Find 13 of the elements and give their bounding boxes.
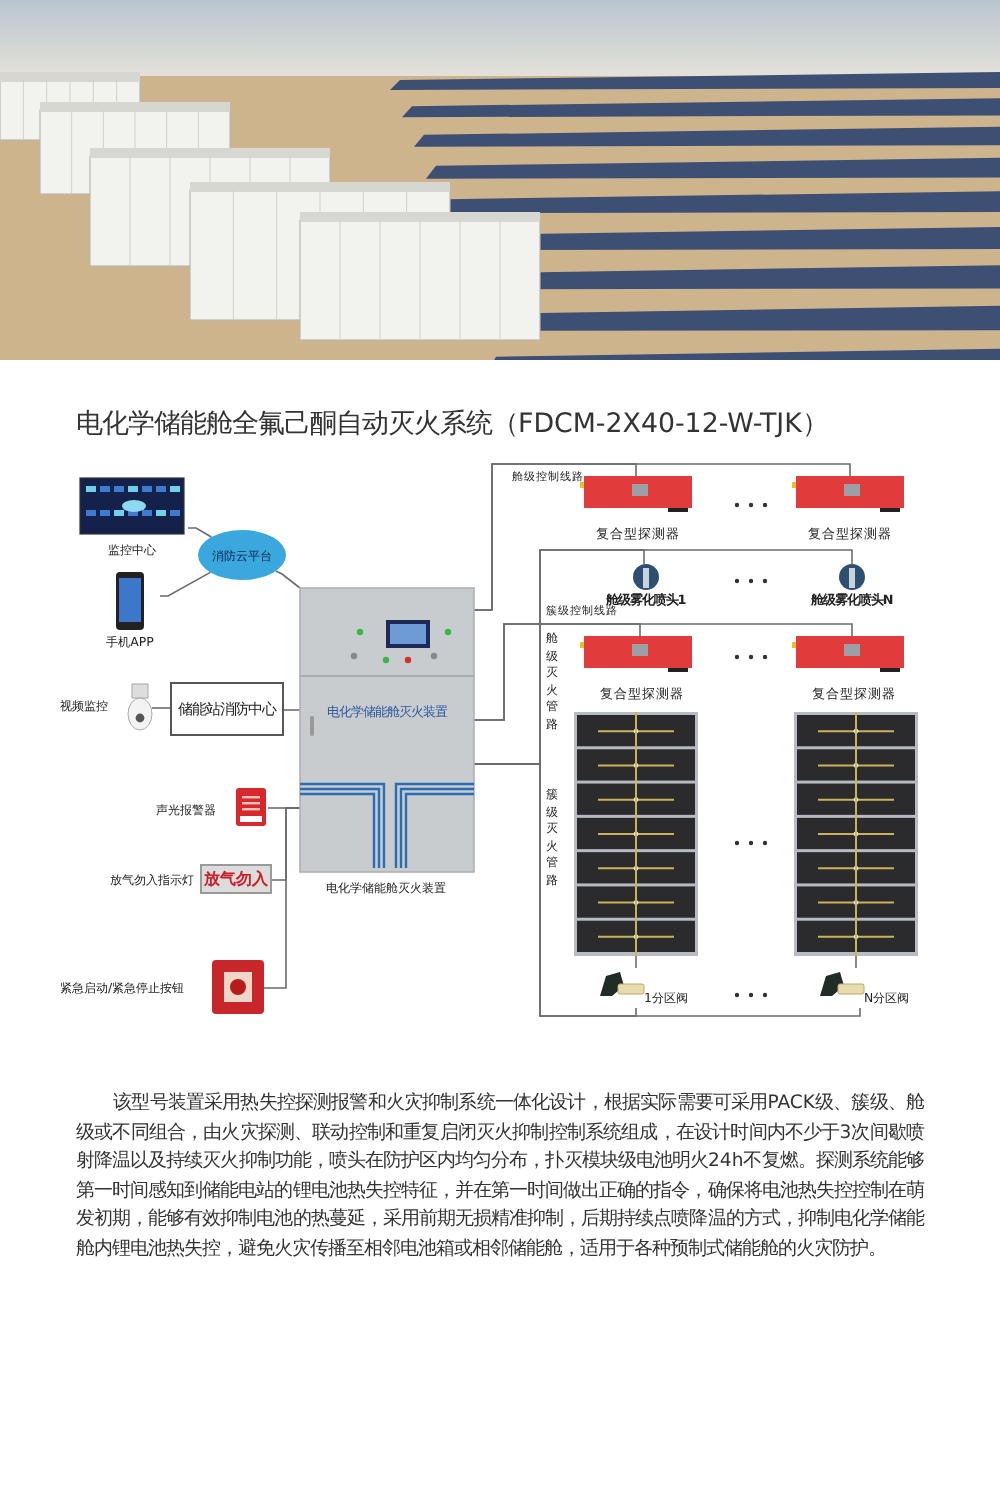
connector-line — [263, 807, 301, 989]
connector-line — [275, 570, 301, 589]
connector-line — [635, 955, 637, 969]
connector-line — [159, 571, 212, 597]
connector-line — [473, 463, 851, 611]
description-text: 该型号装置采用热失控探测报警和火灾抑制系统一体化设计，根据实际需要可采用PACK级、簇级、舱级或不同组合，由火灾探测、联动控制和重复启闭灭火抑制控制系统组成，在设计时间内不少于3次间歇喷射降温以及持续灭火抑制功能，喷头在防护区内均匀分布，扑灭模块级电池明火24h不复燃。探测系统能够第一时间感知到储能电站的锂电池热失控特征，并在第一时间做出正确的指令，确保将电池热失控控制在萌发初期，能够有效抑制电池的热蔓延，采用前期无损精准抑制，后期持续点喷降温的方式，抑制电化学储能舱内锂电池热失控，避免火灾传播至相邻电池箱或相邻储能舱，适用于各种预制式储能舱的火灾防护。 — [76, 1090, 924, 1264]
connector-line — [187, 527, 213, 538]
connector-line — [473, 623, 853, 721]
connector-line — [283, 709, 301, 711]
title-text: 电化学储能舱全氟己酮自动灭火系统（FDCM-2X40-12-W-TJK） — [76, 407, 828, 442]
connector-line — [151, 707, 171, 709]
indicator-sign: 放气勿入 — [200, 864, 272, 894]
connector-line — [855, 955, 857, 969]
